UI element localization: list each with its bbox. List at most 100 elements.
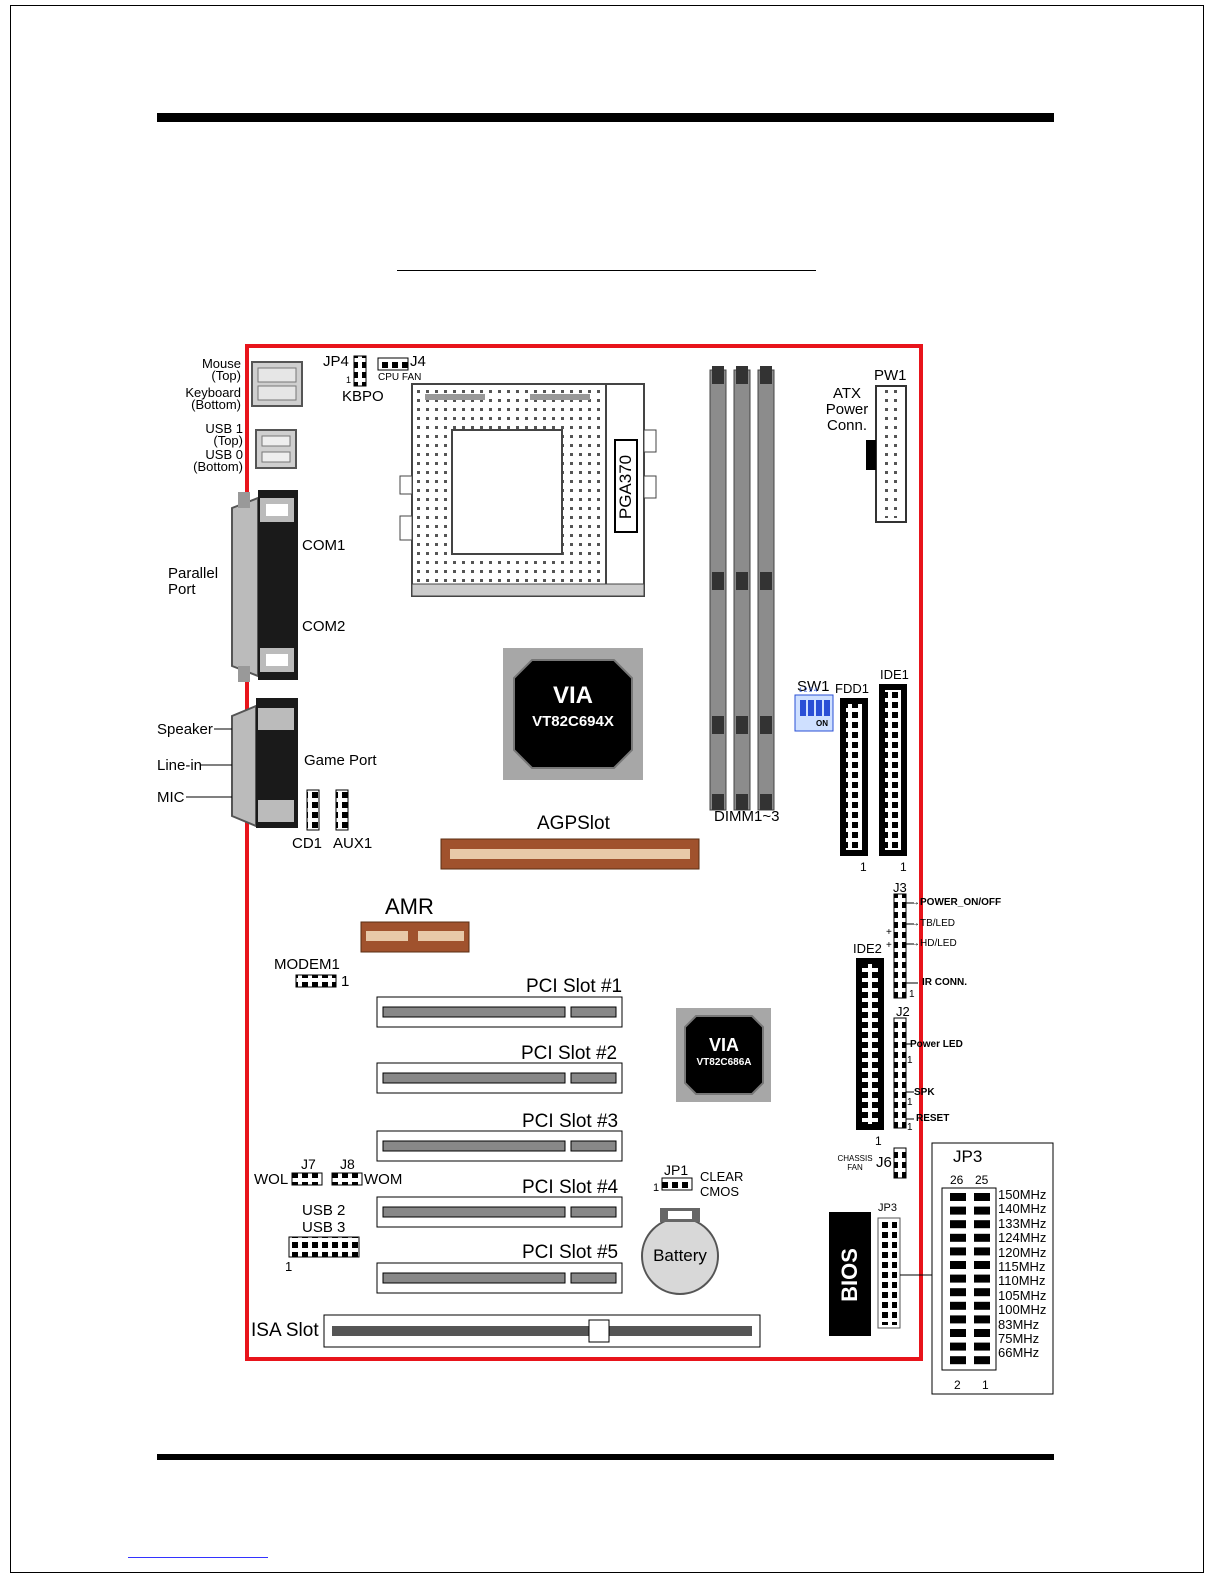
- jp3-jumper-pin: [974, 1315, 990, 1324]
- northbridge-model: VT82C694X: [532, 713, 614, 730]
- jp3-pin-2: 2: [954, 1378, 961, 1392]
- jp3-jumper-pin: [974, 1261, 990, 1269]
- game-port-connector: [186, 698, 298, 828]
- jp4-label: JP4: [323, 353, 349, 370]
- title-underline: [397, 270, 816, 271]
- usb0-label: USB 0(Bottom): [193, 447, 243, 474]
- agp-slot-label: AGPSlot: [537, 813, 610, 834]
- isa-slot-drawing: [323, 1314, 761, 1348]
- jp3-jumper-pin: [950, 1193, 966, 1201]
- jp3-jumper-pin: [950, 1356, 966, 1365]
- jp3-board-label: JP3: [878, 1202, 897, 1214]
- j4-header: [377, 357, 409, 371]
- jp3-jumper-pin: [950, 1329, 966, 1337]
- jp3-frequency-label: 150MHz: [998, 1187, 1047, 1202]
- pci-slot-5-label: PCI Slot #5: [522, 1242, 619, 1263]
- aux1-header: [335, 789, 349, 831]
- jp3-frequency-label: 120MHz: [998, 1244, 1047, 1260]
- power-led-label: Power LED: [910, 1039, 963, 1050]
- com1-label: COM1: [302, 537, 346, 554]
- jp3-jumper-pin: [950, 1233, 966, 1242]
- power-on-off-label: →POWER_ON/OFF: [910, 897, 1002, 908]
- sw1-numbers: 1 2 3 4: [799, 688, 818, 694]
- modem1-pin-label: 1: [341, 973, 350, 990]
- sw1-label: SW1: [797, 678, 830, 695]
- com-connectors: [258, 490, 298, 680]
- usb23-pin-label: 1: [285, 1259, 293, 1274]
- pw1-label: PW1: [874, 367, 907, 384]
- amr-slot-label: AMR: [385, 894, 434, 919]
- j7-label: J7: [301, 1156, 316, 1172]
- jp3-frequency-label: 66MHz: [998, 1345, 1040, 1361]
- jp3-jumper-pin: [974, 1247, 990, 1256]
- mic-label: MIC: [157, 789, 185, 806]
- jp3-jumper-pin: [974, 1342, 990, 1351]
- cpu-fan-label: CPU FAN: [378, 372, 422, 383]
- j6-label: J6: [876, 1154, 892, 1171]
- tb-led-label: →TB/LED: [910, 918, 956, 929]
- jp3-frequency-label: 140MHz: [998, 1201, 1047, 1217]
- jp1-label: JP1: [664, 1162, 689, 1178]
- ide1-label: IDE1: [880, 667, 909, 682]
- footer-rule: [157, 1454, 1054, 1460]
- jp3-jumper-pin: [950, 1261, 966, 1269]
- battery-drawing: [641, 1208, 719, 1295]
- usb1-label: USB 1(Top): [205, 421, 243, 448]
- modem1-header: [295, 974, 337, 988]
- j2-pin-label-2: 1: [907, 1097, 913, 1108]
- jp3-pin-25: 25: [975, 1173, 989, 1187]
- j4-label: J4: [410, 353, 426, 370]
- jp3-jumper-pin: [974, 1274, 990, 1283]
- j7-header: [291, 1172, 323, 1186]
- jp3-jumper-pin: [974, 1301, 990, 1310]
- northbridge-frame: [503, 648, 643, 780]
- jp3-frequency-label: 110MHz: [998, 1273, 1046, 1289]
- jp1-pin-label: 1: [653, 1182, 660, 1194]
- spk-label: SPK: [914, 1087, 935, 1098]
- bios-chip: [829, 1212, 871, 1336]
- jp3-jumper-pin: [950, 1206, 966, 1215]
- modem1-label: MODEM1: [274, 956, 340, 973]
- cd1-label: CD1: [292, 835, 323, 852]
- header-rule: [157, 113, 1054, 122]
- fdd1-connector: [840, 698, 868, 856]
- atx-power-connector: [866, 385, 907, 523]
- footer-link-underline: [128, 1557, 268, 1558]
- dimm-label: DIMM1~3: [714, 808, 780, 825]
- wol-label: WOL: [254, 1171, 289, 1188]
- jp4-pin-label: 1: [346, 375, 352, 385]
- ide2-label: IDE2: [853, 941, 882, 956]
- j2-pin-label-1: 1: [907, 1055, 913, 1066]
- sw1-dip-switch: [794, 694, 834, 732]
- jp3-frequency-label: 105MHz: [998, 1287, 1047, 1303]
- j2-label: J2: [896, 1004, 910, 1019]
- ide1-connector: [879, 684, 907, 856]
- plus-sign-1: +: [886, 927, 892, 938]
- j2-pin-label-3: 1: [907, 1122, 913, 1133]
- j3-pin-label: 1: [909, 989, 915, 1000]
- jp3-jumper-pin: [974, 1193, 990, 1201]
- jp3-jumper-pin: [974, 1356, 990, 1365]
- jp1-header: [661, 1177, 693, 1191]
- line-in-label: Line-in: [157, 757, 203, 774]
- jp3-frequency-label: 100MHz: [998, 1302, 1047, 1318]
- jp3-inset-pins: [950, 1193, 990, 1365]
- cpu-socket: [399, 383, 657, 597]
- jp3-board-header: [877, 1217, 944, 1329]
- jp3-jumper-pin: [974, 1206, 990, 1215]
- cd1-header: [306, 789, 320, 831]
- jp3-jumper-pin: [974, 1233, 990, 1242]
- plus-sign-2: +: [886, 940, 892, 951]
- southbridge-model: VT82C686A: [696, 1057, 752, 1068]
- pci-slot-4-label: PCI Slot #4: [522, 1177, 619, 1198]
- jp3-pin-26: 26: [950, 1173, 964, 1187]
- pci-slot-2-label: PCI Slot #2: [521, 1043, 618, 1064]
- parallel-port-connector: [231, 492, 259, 682]
- fdd1-label: FDD1: [835, 681, 869, 696]
- jp3-jumper-pin: [974, 1329, 990, 1337]
- battery-label: Battery: [653, 1246, 707, 1265]
- amr-slot-drawing: [360, 921, 470, 953]
